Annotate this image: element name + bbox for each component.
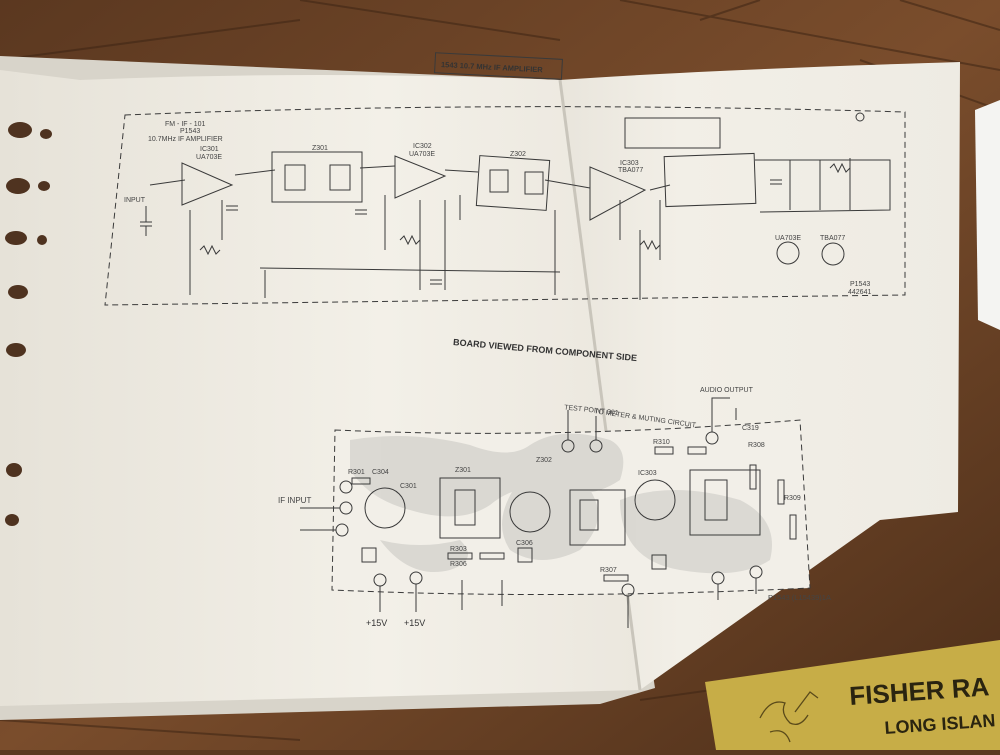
z301-footprint xyxy=(439,477,501,539)
part-r309: R309 xyxy=(784,495,801,502)
board-components xyxy=(300,397,797,628)
ic3-ref: IC303 xyxy=(620,160,639,167)
ic2-part: UA703E xyxy=(409,151,435,158)
part-r303: R303 xyxy=(450,546,467,553)
part-z302: Z302 xyxy=(536,457,552,464)
card-logo xyxy=(759,691,819,743)
ic301-triangle xyxy=(181,162,234,206)
part-r306: R306 xyxy=(450,561,467,568)
pin-label-2: TBA077 xyxy=(820,235,845,242)
z302-footprint xyxy=(569,489,626,546)
yellow-card xyxy=(705,640,1000,750)
ic2-ref: IC302 xyxy=(413,143,432,150)
terminal-3a xyxy=(339,480,353,494)
schematic-diagram xyxy=(104,52,906,306)
part-z301: Z301 xyxy=(455,467,471,474)
ic301-socket xyxy=(364,487,406,529)
ic3-part: TBA077 xyxy=(618,167,643,174)
sub-title: FM - IF - 101 xyxy=(165,121,206,128)
part-r310: R310 xyxy=(653,439,670,446)
ic303-triangle xyxy=(589,166,647,221)
top-right-box xyxy=(624,117,721,149)
z1-label: Z301 xyxy=(312,145,328,152)
schematic-border xyxy=(104,106,906,306)
white-sheet-right xyxy=(975,100,1000,330)
z303-footprint xyxy=(689,469,761,536)
part-c301: C301 xyxy=(400,483,417,490)
part-c306: C306 xyxy=(516,540,533,547)
center-fold xyxy=(558,79,642,691)
board-code: P1543 (L15439)1A xyxy=(768,593,831,602)
voltage-2: +15V xyxy=(404,618,425,628)
schematic-title-box xyxy=(434,52,563,80)
ic1-ref: IC301 xyxy=(200,146,219,153)
sub-desc: 10.7MHz IF AMPLIFIER xyxy=(148,136,223,143)
left-page xyxy=(0,70,640,706)
ic303-socket xyxy=(634,479,676,521)
binder-holes xyxy=(5,122,52,526)
schematic-labels: 1543 10.7 MHz IF AMPLIFIER FM - IF - 101… xyxy=(124,60,871,296)
pin-diagram-2 xyxy=(821,242,845,266)
pin-diagram-1 xyxy=(776,241,800,265)
part-ic303: IC303 xyxy=(638,470,657,477)
board-traces xyxy=(350,433,772,574)
pin-label-1: UA703E xyxy=(775,235,801,242)
ic302-socket xyxy=(509,491,551,533)
part-r308: R308 xyxy=(748,442,765,449)
z303-box xyxy=(663,152,757,208)
audio-output: AUDIO OUTPUT xyxy=(700,387,754,394)
part-c319: C319 xyxy=(742,425,759,432)
ic302-triangle xyxy=(394,155,447,199)
input-label: INPUT xyxy=(124,197,146,204)
z2-label: Z302 xyxy=(510,151,526,158)
z302-box xyxy=(475,155,551,211)
footer-num: 442641 xyxy=(848,289,871,296)
z301-box xyxy=(271,151,363,203)
footer-model: P1543 xyxy=(850,281,870,288)
ic1-part: UA703E xyxy=(196,154,222,161)
if-input: IF INPUT xyxy=(278,496,311,505)
sub-model: P1543 xyxy=(180,128,200,135)
part-r301: R301 xyxy=(348,469,365,476)
voltage-1: +15V xyxy=(366,618,387,628)
part-r307: R307 xyxy=(600,567,617,574)
part-c304: C304 xyxy=(372,469,389,476)
